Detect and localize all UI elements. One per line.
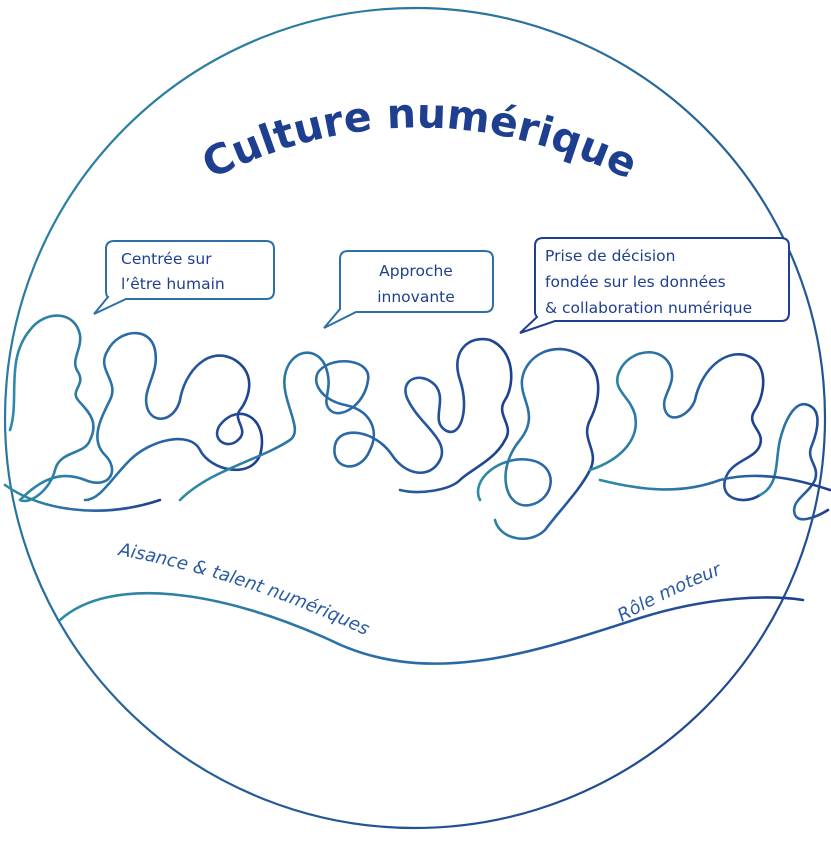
bubble-3-line-2: fondée sur les données xyxy=(545,273,726,291)
outer-circle xyxy=(3,6,827,830)
crowd-line-drawing xyxy=(3,314,831,540)
bubble-1-line-1: Centrée sur xyxy=(121,250,212,268)
lower-wave-curve xyxy=(58,591,805,665)
label-role-moteur: Rôle moteur xyxy=(614,559,725,627)
bubble-3-line-3: & collaboration numérique xyxy=(545,299,752,317)
title: Culture numérique xyxy=(195,89,645,188)
label-aisance-talent: Aisance & talent numériques xyxy=(116,539,373,640)
bubble-2-line-1: Approche xyxy=(379,262,453,280)
speech-bubble-2: Approche innovante xyxy=(323,250,494,329)
bubble-2-line-2: innovante xyxy=(377,288,455,306)
speech-bubble-1: Centrée sur l’être humain xyxy=(93,240,275,315)
speech-bubble-3: Prise de décision fondée sur les données… xyxy=(519,237,790,334)
bubble-3-line-1: Prise de décision xyxy=(545,247,676,265)
bubble-1-line-2: l’être humain xyxy=(121,275,225,293)
